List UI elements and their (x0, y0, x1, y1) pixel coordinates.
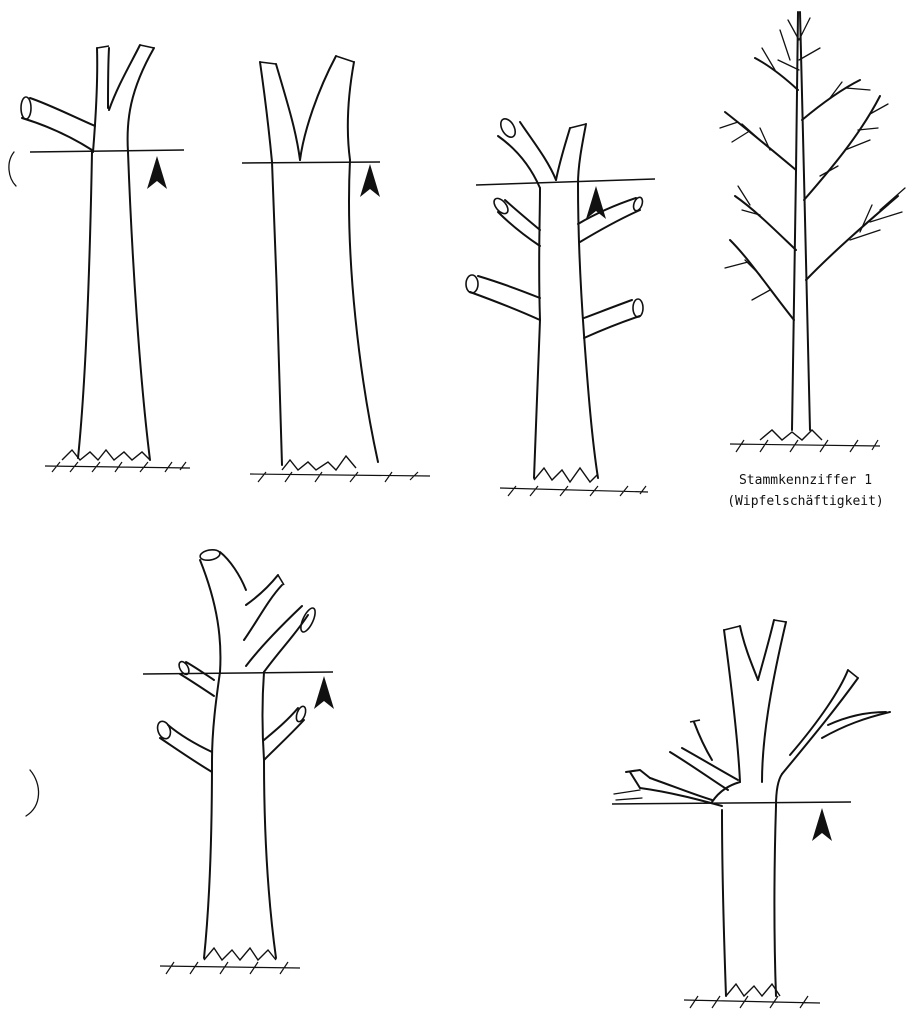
arrow-up-icon (812, 808, 832, 841)
tree-1 (9, 45, 190, 472)
caption-subtitle: (Wipfelschäftigkeit) (700, 491, 911, 512)
arrow-up-icon (360, 164, 380, 197)
tree-5 (26, 548, 334, 974)
tree-2 (242, 56, 430, 482)
tree-6 (612, 620, 890, 1008)
caption: Stammkennziffer 1 (Wipfelschäftigkeit) (700, 470, 911, 512)
arrow-up-icon (147, 156, 167, 189)
tree-3 (466, 116, 655, 496)
caption-title: Stammkennziffer 1 (700, 470, 911, 491)
arrow-up-icon (314, 676, 334, 709)
tree-4 (720, 12, 905, 452)
